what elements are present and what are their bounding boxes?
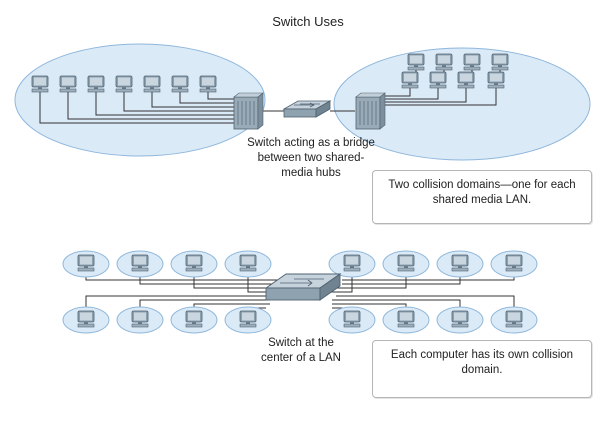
collision-domain-right bbox=[333, 47, 591, 161]
pc-icon bbox=[429, 71, 447, 89]
pc-icon bbox=[131, 254, 149, 272]
pc-icon bbox=[115, 75, 133, 93]
pc-icon bbox=[505, 254, 523, 272]
pc-icon bbox=[343, 254, 361, 272]
pc-icon bbox=[239, 310, 257, 328]
pc-icon bbox=[131, 310, 149, 328]
pc-icon bbox=[343, 310, 361, 328]
bottom-bottom-row-pcs bbox=[62, 306, 538, 334]
collision-domain-left bbox=[14, 43, 266, 157]
diagram-title: Switch Uses bbox=[272, 14, 344, 29]
bottom-note-box: Each computer has its own collision doma… bbox=[372, 340, 592, 398]
top-note-box: Two collision domains—one for each share… bbox=[372, 170, 592, 224]
bottom-switch-caption: Switch at the center of a LAN bbox=[261, 337, 341, 364]
bottom-top-row-pcs bbox=[62, 250, 538, 278]
pc-icon bbox=[59, 75, 77, 93]
pc-icon bbox=[87, 75, 105, 93]
pc-icon bbox=[77, 310, 95, 328]
pc-icon bbox=[457, 71, 475, 89]
pc-icon bbox=[491, 53, 509, 71]
pc-icon bbox=[185, 310, 203, 328]
hub-icon bbox=[233, 92, 264, 130]
pc-icon bbox=[451, 254, 469, 272]
pc-icon bbox=[199, 75, 217, 93]
pc-icon bbox=[397, 310, 415, 328]
pc-icon bbox=[505, 310, 523, 328]
pc-icon bbox=[31, 75, 49, 93]
left-lan-cables bbox=[39, 92, 355, 124]
pc-icon bbox=[435, 53, 453, 71]
pc-icon bbox=[407, 53, 425, 71]
top-switch-caption: Switch acting as a bridge between two sh… bbox=[247, 137, 375, 179]
pc-icon bbox=[239, 254, 257, 272]
pc-icon bbox=[397, 254, 415, 272]
switch-icon bbox=[283, 100, 331, 118]
pc-icon bbox=[171, 75, 189, 93]
pc-icon bbox=[463, 53, 481, 71]
pc-icon bbox=[143, 75, 161, 93]
pc-icon bbox=[77, 254, 95, 272]
hub-icon bbox=[355, 92, 386, 130]
switch-icon bbox=[265, 273, 341, 301]
pc-icon bbox=[451, 310, 469, 328]
pc-icon bbox=[487, 71, 505, 89]
pc-icon bbox=[401, 71, 419, 89]
pc-icon bbox=[185, 254, 203, 272]
